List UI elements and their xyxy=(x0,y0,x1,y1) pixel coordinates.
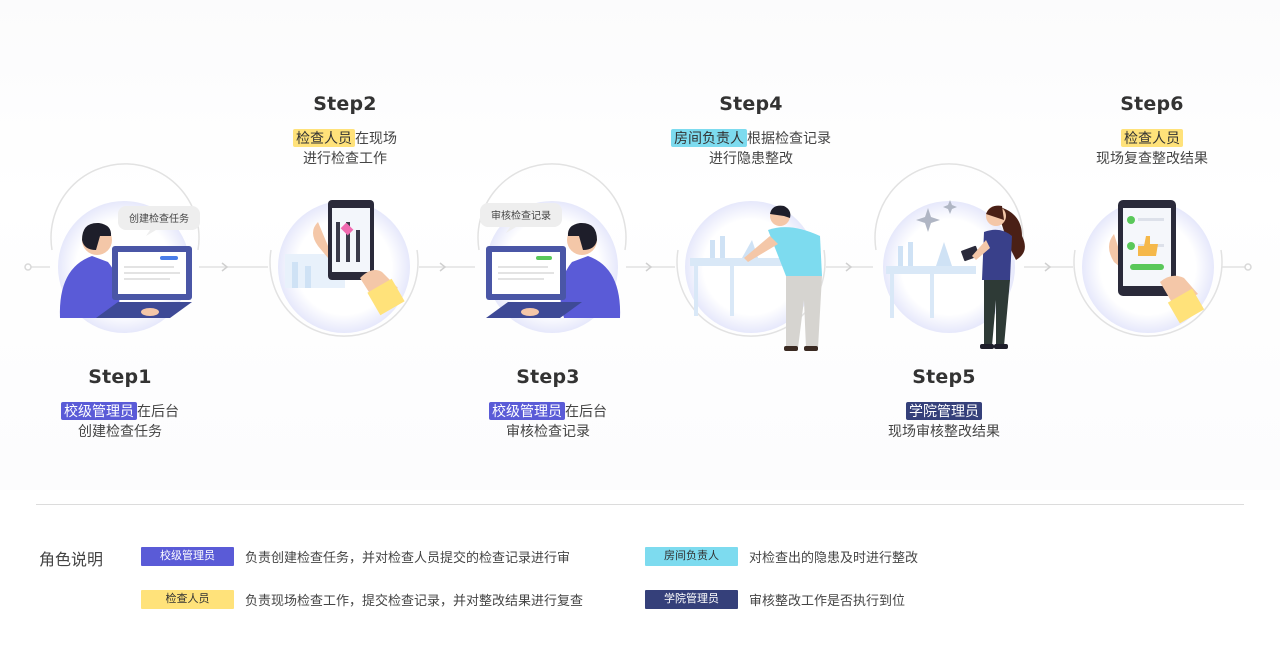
step5-circle xyxy=(874,163,1025,349)
legend-tag: 校级管理员 xyxy=(141,547,234,566)
legend-item-room-owner: 房间负责人 对检查出的隐患及时进行整改 xyxy=(645,547,918,566)
step5-line1: 学院管理员 xyxy=(824,401,1064,421)
timeline-start-dot xyxy=(24,263,32,271)
legend-tag: 检查人员 xyxy=(141,590,234,609)
role-tag-inspector: 检查人员 xyxy=(293,129,355,147)
timeline-end-dot xyxy=(1244,263,1252,271)
legend-item-college-admin: 学院管理员 审核整改工作是否执行到位 xyxy=(645,590,905,609)
step3-speech-bubble: 审核检查记录 xyxy=(491,209,551,222)
step5-line2: 现场审核整改结果 xyxy=(888,423,1000,439)
computer-review-icon xyxy=(486,222,621,318)
role-tag-college-admin: 学院管理员 xyxy=(906,402,982,420)
step5-block: Step5 学院管理员 现场审核整改结果 xyxy=(824,366,1064,441)
step2-line2: 进行检查工作 xyxy=(303,150,387,166)
step4-circle xyxy=(676,201,826,351)
role-tag-inspector: 检查人员 xyxy=(1121,129,1183,147)
step2-title: Step2 xyxy=(313,93,377,115)
rectify-worker-icon xyxy=(690,205,822,351)
step2-line1-text: 在现场 xyxy=(355,130,397,146)
legend-item-inspector: 检查人员 负责现场检查工作，提交检查记录，并对整改结果进行复查 xyxy=(141,590,583,609)
step1-speech-bubble: 创建检查任务 xyxy=(129,212,189,225)
step2-circle xyxy=(269,200,419,337)
step4-title: Step4 xyxy=(719,93,783,115)
phone-approve-icon xyxy=(1109,200,1205,324)
step2-block: Step2 检查人员在现场 进行检查工作 xyxy=(225,93,465,168)
step1-line2: 创建检查任务 xyxy=(78,423,162,439)
step3-line1-text: 在后台 xyxy=(565,403,607,419)
legend-desc: 对检查出的隐患及时进行整改 xyxy=(749,550,919,565)
process-flow-diagram: 创建检查任务 审核检查记录 xyxy=(24,163,1252,351)
inspector-tablet-icon xyxy=(886,200,1025,349)
step1-circle xyxy=(50,163,200,333)
step6-title: Step6 xyxy=(1120,93,1184,115)
step4-line2: 进行隐患整改 xyxy=(709,150,793,166)
legend-title: 角色说明 xyxy=(39,552,104,569)
step5-title: Step5 xyxy=(912,366,976,388)
step3-title: Step3 xyxy=(516,366,580,388)
step4-line1-text: 根据检查记录 xyxy=(747,130,831,146)
flow-background xyxy=(0,0,1280,490)
step3-block: Step3 校级管理员在后台 审核检查记录 xyxy=(428,366,668,441)
step3-circle xyxy=(477,163,627,333)
legend-desc: 负责现场检查工作，提交检查记录，并对整改结果进行复查 xyxy=(245,593,584,608)
step6-line2: 现场复查整改结果 xyxy=(1096,150,1208,166)
step1-line1: 校级管理员在后台 xyxy=(0,401,240,421)
legend-item-school-admin: 校级管理员 负责创建检查任务，并对检查人员提交的检查记录进行审 xyxy=(141,547,570,566)
step1-line1-text: 在后台 xyxy=(137,403,179,419)
step4-block: Step4 房间负责人根据检查记录 进行隐患整改 xyxy=(631,93,871,168)
role-tag-room-owner: 房间负责人 xyxy=(671,129,747,147)
step1-title: Step1 xyxy=(88,366,152,388)
phone-scan-icon xyxy=(285,200,405,316)
legend-tag: 房间负责人 xyxy=(645,547,738,566)
step4-line1: 房间负责人根据检查记录 xyxy=(631,128,871,148)
step3-line1: 校级管理员在后台 xyxy=(428,401,668,421)
computer-user-icon xyxy=(59,222,192,318)
role-tag-school-admin: 校级管理员 xyxy=(489,402,565,420)
legend-tag: 学院管理员 xyxy=(645,590,738,609)
legend-desc: 负责创建检查任务，并对检查人员提交的检查记录进行审 xyxy=(245,550,571,565)
role-tag-school-admin: 校级管理员 xyxy=(61,402,137,420)
legend-desc: 审核整改工作是否执行到位 xyxy=(749,593,906,608)
step1-block: Step1 校级管理员在后台 创建检查任务 xyxy=(0,366,240,441)
step6-block: Step6 检查人员 现场复查整改结果 xyxy=(1032,93,1272,168)
section-divider xyxy=(36,504,1244,505)
step2-line1: 检查人员在现场 xyxy=(225,128,465,148)
step6-line1: 检查人员 xyxy=(1032,128,1272,148)
flow-arrows xyxy=(221,262,1052,272)
step3-line2: 审核检查记录 xyxy=(506,423,590,439)
step6-circle xyxy=(1073,200,1223,337)
